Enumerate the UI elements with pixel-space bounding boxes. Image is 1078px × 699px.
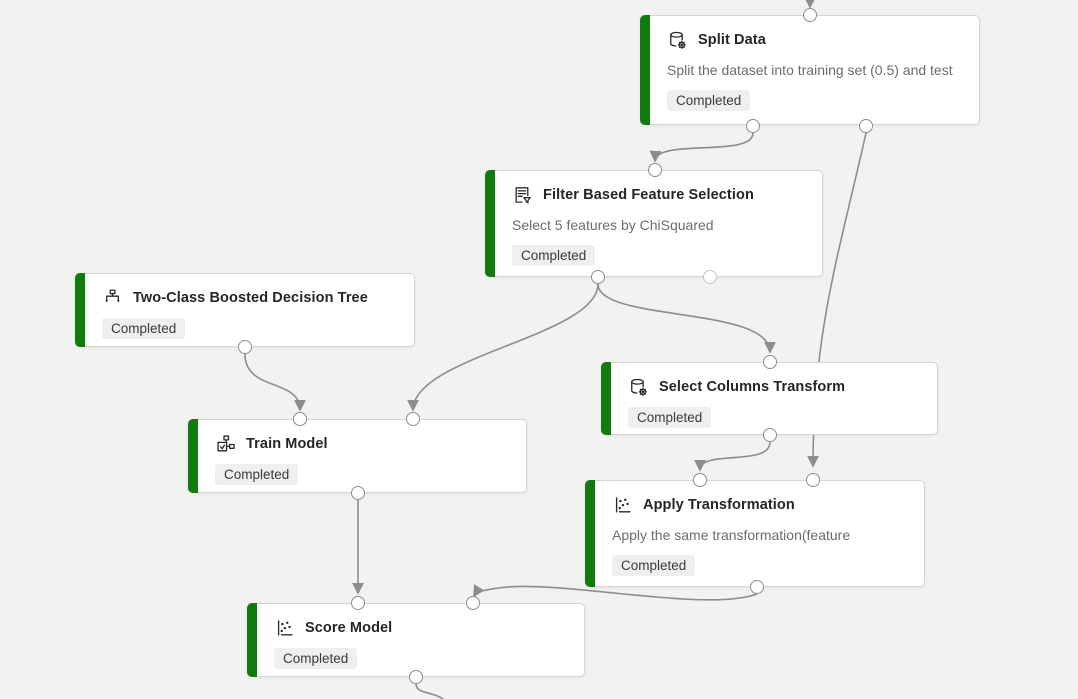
node-select-columns-transform[interactable]: Select Columns Transform Completed [601,362,938,435]
port-score-model-output[interactable] [409,670,423,684]
port-filter-output-left[interactable] [591,270,605,284]
edge-split-to-filter[interactable] [649,132,754,163]
port-split-data-output-right[interactable] [859,119,873,133]
status-accent-bar [247,603,257,677]
edge-filter-to-select-columns[interactable] [597,283,776,354]
edge-select-columns-to-apply[interactable] [694,441,771,472]
node-two-class-boosted-decision-tree[interactable]: Two-Class Boosted Decision Tree Complete… [75,273,415,347]
scatter-plot-icon [274,618,294,638]
node-description: Select 5 features by ChiSquared [512,217,714,233]
port-score-model-input-right[interactable] [466,596,480,610]
status-accent-bar [640,15,650,125]
decision-tree-icon [102,288,122,308]
node-title: Train Model [246,436,328,452]
scatter-plot-icon [612,495,632,515]
port-apply-transformation-input-left[interactable] [693,473,707,487]
port-two-class-output[interactable] [238,340,252,354]
port-split-data-output-left[interactable] [746,119,760,133]
port-filter-input[interactable] [648,163,662,177]
port-apply-transformation-input-right[interactable] [806,473,820,487]
node-title: Two-Class Boosted Decision Tree [133,290,368,306]
status-accent-bar [601,362,611,435]
node-filter-based-feature-selection[interactable]: Filter Based Feature Selection Select 5 … [485,170,823,277]
status-badge: Completed [667,90,751,111]
port-train-model-output[interactable] [351,486,365,500]
node-title: Select Columns Transform [659,379,846,395]
edge-apply-to-score[interactable] [473,584,758,601]
status-badge: Completed [612,555,696,576]
status-badge: Completed [274,648,358,669]
port-select-columns-output[interactable] [763,428,777,442]
node-description: Apply the same transformation(feature [612,527,851,543]
node-title: Filter Based Feature Selection [543,187,754,203]
node-title: Apply Transformation [643,497,795,513]
status-accent-bar [75,273,85,347]
node-description: Split the dataset into training set (0.5… [667,62,953,78]
status-accent-bar [485,170,495,277]
edge-twoclass-to-train[interactable] [244,353,306,412]
status-accent-bar [188,419,198,493]
port-apply-transformation-output[interactable] [750,580,764,594]
node-apply-transformation[interactable]: Apply Transformation Apply the same tran… [585,480,925,587]
port-train-model-input-right[interactable] [406,412,420,426]
node-title: Score Model [305,620,393,636]
train-model-icon [215,434,235,454]
status-accent-bar [585,480,595,587]
status-badge: Completed [102,318,186,339]
node-split-data[interactable]: Split Data Split the dataset into traini… [640,15,980,125]
filter-list-icon [512,185,532,205]
node-score-model[interactable]: Score Model Completed [247,603,585,677]
port-select-columns-input[interactable] [763,355,777,369]
database-gear-icon [667,30,687,50]
node-title: Split Data [698,32,766,48]
port-score-model-input-left[interactable] [351,596,365,610]
status-badge: Completed [628,407,712,428]
status-badge: Completed [512,245,596,266]
port-split-data-input[interactable] [803,8,817,22]
node-train-model[interactable]: Train Model Completed [188,419,527,493]
port-train-model-input-left[interactable] [293,412,307,426]
edge-filter-to-train[interactable] [407,283,599,412]
database-gear-icon [628,377,648,397]
port-filter-output-right[interactable] [703,270,717,284]
status-badge: Completed [215,464,299,485]
edge-score-to-offscreen[interactable] [415,683,445,699]
